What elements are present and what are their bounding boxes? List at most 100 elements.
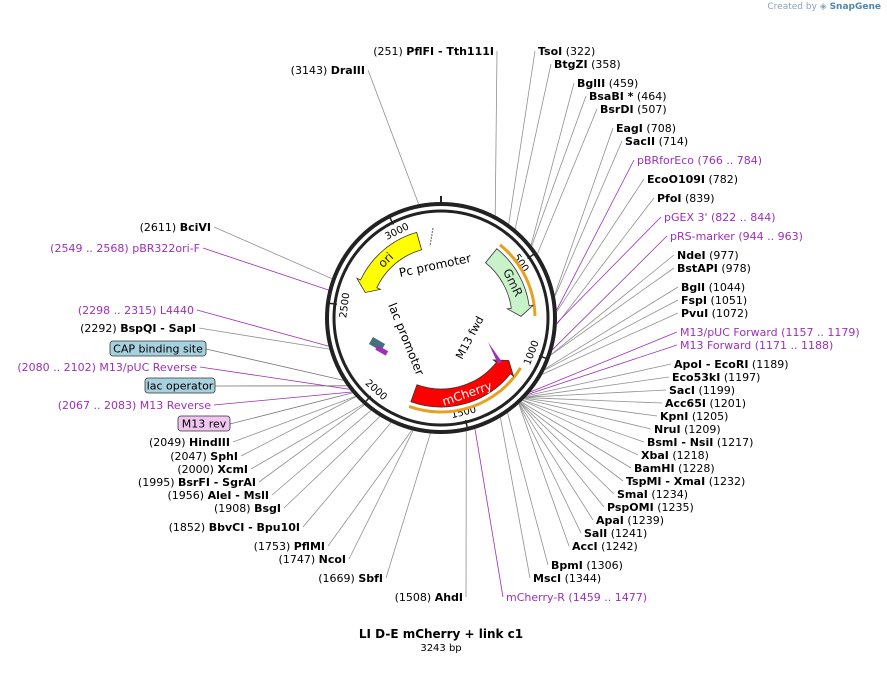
- enzyme-label-ndei: NdeI (977): [677, 249, 739, 262]
- label-name: L4440: [160, 304, 194, 317]
- plasmid-length: 3243 bp: [420, 643, 461, 654]
- label-name: BciVI: [180, 221, 211, 234]
- label-position: (1217): [717, 436, 754, 449]
- label-position: (358): [591, 58, 621, 71]
- label-position: (1201): [709, 397, 746, 410]
- label-name: BtgZI: [554, 58, 588, 71]
- feature-label-m13-reverse: (2067 .. 2083) M13 Reverse: [58, 399, 211, 412]
- enzyme-label-bsmi-nsii: BsmI - NsiI (1217): [647, 436, 753, 449]
- label-name: SmaI: [617, 488, 648, 501]
- label-name: MscI: [533, 572, 561, 585]
- lac-promoter-label: lac promoter: [385, 301, 427, 377]
- label-name: AccI: [572, 540, 598, 553]
- label-name: EagI: [616, 122, 643, 135]
- leader-line: [519, 402, 615, 495]
- leader-line: [537, 108, 598, 254]
- label-name: XbaI: [641, 449, 669, 462]
- leader-line: [302, 422, 392, 528]
- label-name: NcoI: [319, 553, 346, 566]
- box-background: [177, 415, 231, 432]
- label-name: pBR322ori-F: [132, 242, 200, 255]
- tick-mark: [464, 419, 469, 429]
- label-position: (1306): [586, 559, 623, 572]
- label-position: (1747): [279, 553, 316, 566]
- leader-line: [198, 327, 330, 350]
- leader-line: [556, 197, 655, 325]
- label-name: TsoI: [538, 45, 562, 58]
- label-name: PspOMI: [607, 501, 654, 514]
- enzyme-label-pfoi: PfoI (839): [657, 192, 715, 205]
- enzyme-label-alei-msli: (1956) AleI - MslI: [168, 489, 270, 502]
- enzyme-label-pflfi-tth111i: (251) PflFI - Tth111I: [373, 45, 494, 58]
- enzyme-label-apoi-ecori: ApoI - EcoRI (1189): [674, 358, 789, 371]
- label-position: (2611): [140, 221, 177, 234]
- mcherry-label: mCherry: [440, 379, 494, 409]
- label-name: pRS-marker: [670, 230, 735, 243]
- label-name: ApaI: [596, 514, 624, 527]
- label-name: BsrDI: [600, 103, 634, 116]
- enzyme-label-pspomi: PspOMI (1235): [607, 501, 694, 514]
- leader-line: [518, 403, 570, 547]
- leader-line: [474, 428, 504, 598]
- box-background: [144, 377, 216, 394]
- label-name: pGEX 3': [664, 211, 708, 224]
- label-position: (1189): [752, 358, 789, 371]
- m13-fwd-arrow-icon: [488, 342, 502, 364]
- enzyme-label-tsoi: TsoI (322): [538, 45, 595, 58]
- tick-label: 2000: [363, 378, 389, 403]
- label-position: (1199): [698, 384, 735, 397]
- leader-line: [552, 235, 668, 350]
- label-position: (251): [373, 45, 403, 58]
- backbone-inner: [332, 209, 550, 427]
- label-name: SacII: [625, 135, 655, 148]
- label-position: (1234): [651, 488, 688, 501]
- leader-line: [524, 397, 658, 417]
- label-name: AhdI: [435, 591, 463, 604]
- leader-line: [522, 399, 645, 443]
- leader-line: [518, 403, 594, 521]
- enzyme-label-pflmi: (1753) PflMI: [254, 540, 325, 553]
- leader-line: [232, 396, 356, 443]
- box-background: [109, 340, 207, 357]
- tick-mark: [328, 302, 338, 306]
- feature-label-m13-forward: M13 Forward (1171 .. 1188): [680, 339, 833, 352]
- label-name: NdeI: [677, 249, 706, 262]
- gmr-arrow: [484, 248, 535, 317]
- label-name: BsrFI - SgrAI: [178, 476, 256, 489]
- label-position: (714): [659, 135, 689, 148]
- tick-mark: [527, 253, 535, 260]
- label-name: BbvCI - Bpu10I: [209, 521, 300, 534]
- leader-line: [530, 82, 575, 246]
- enzyme-label-draiii: (3143) DraIII: [291, 64, 365, 77]
- label-name: EcoO109I: [647, 173, 705, 186]
- enzyme-label-sacii: SacII (714): [625, 135, 688, 148]
- label-position: (766 .. 784): [698, 154, 763, 167]
- enzyme-label-saci: SacI (1199): [669, 384, 735, 397]
- leader-line: [271, 410, 372, 496]
- label-position: (1956): [168, 489, 205, 502]
- enzyme-label-bcivi: (2611) BciVI: [140, 221, 211, 234]
- label-name: SbfI: [358, 572, 383, 585]
- label-position: (2080 .. 2102): [17, 361, 96, 374]
- leader-line: [514, 63, 552, 229]
- label-name: M13 Reverse: [140, 399, 211, 412]
- label-position: (1218): [672, 449, 709, 462]
- feature-label-m13-puc-reverse: (2080 .. 2102) M13/pUC Reverse: [17, 361, 197, 374]
- feature-label-pbr322ori-f: (2549 .. 2568) pBR322ori-F: [50, 242, 200, 255]
- leader-line: [531, 95, 587, 246]
- credit-brand: SnapGene: [829, 2, 881, 12]
- leader-line: [507, 412, 549, 566]
- feature-label-l4440: (2298 .. 2315) L4440: [78, 304, 194, 317]
- enzyme-label-bgli: BglI (1044): [681, 281, 745, 294]
- leader-line: [500, 417, 531, 579]
- label-name: SalI: [584, 527, 607, 540]
- box-text: lac operator: [147, 380, 214, 393]
- m13-rev-marker: [375, 345, 389, 356]
- label-position: (1072): [712, 307, 749, 320]
- enzyme-label-eagi: EagI (708): [616, 122, 676, 135]
- enzyme-label-ahdi: (1508) AhdI: [395, 591, 463, 604]
- label-name: BglI: [681, 281, 705, 294]
- label-position: (1157 .. 1179): [781, 326, 860, 339]
- label-position: (1908): [214, 502, 251, 515]
